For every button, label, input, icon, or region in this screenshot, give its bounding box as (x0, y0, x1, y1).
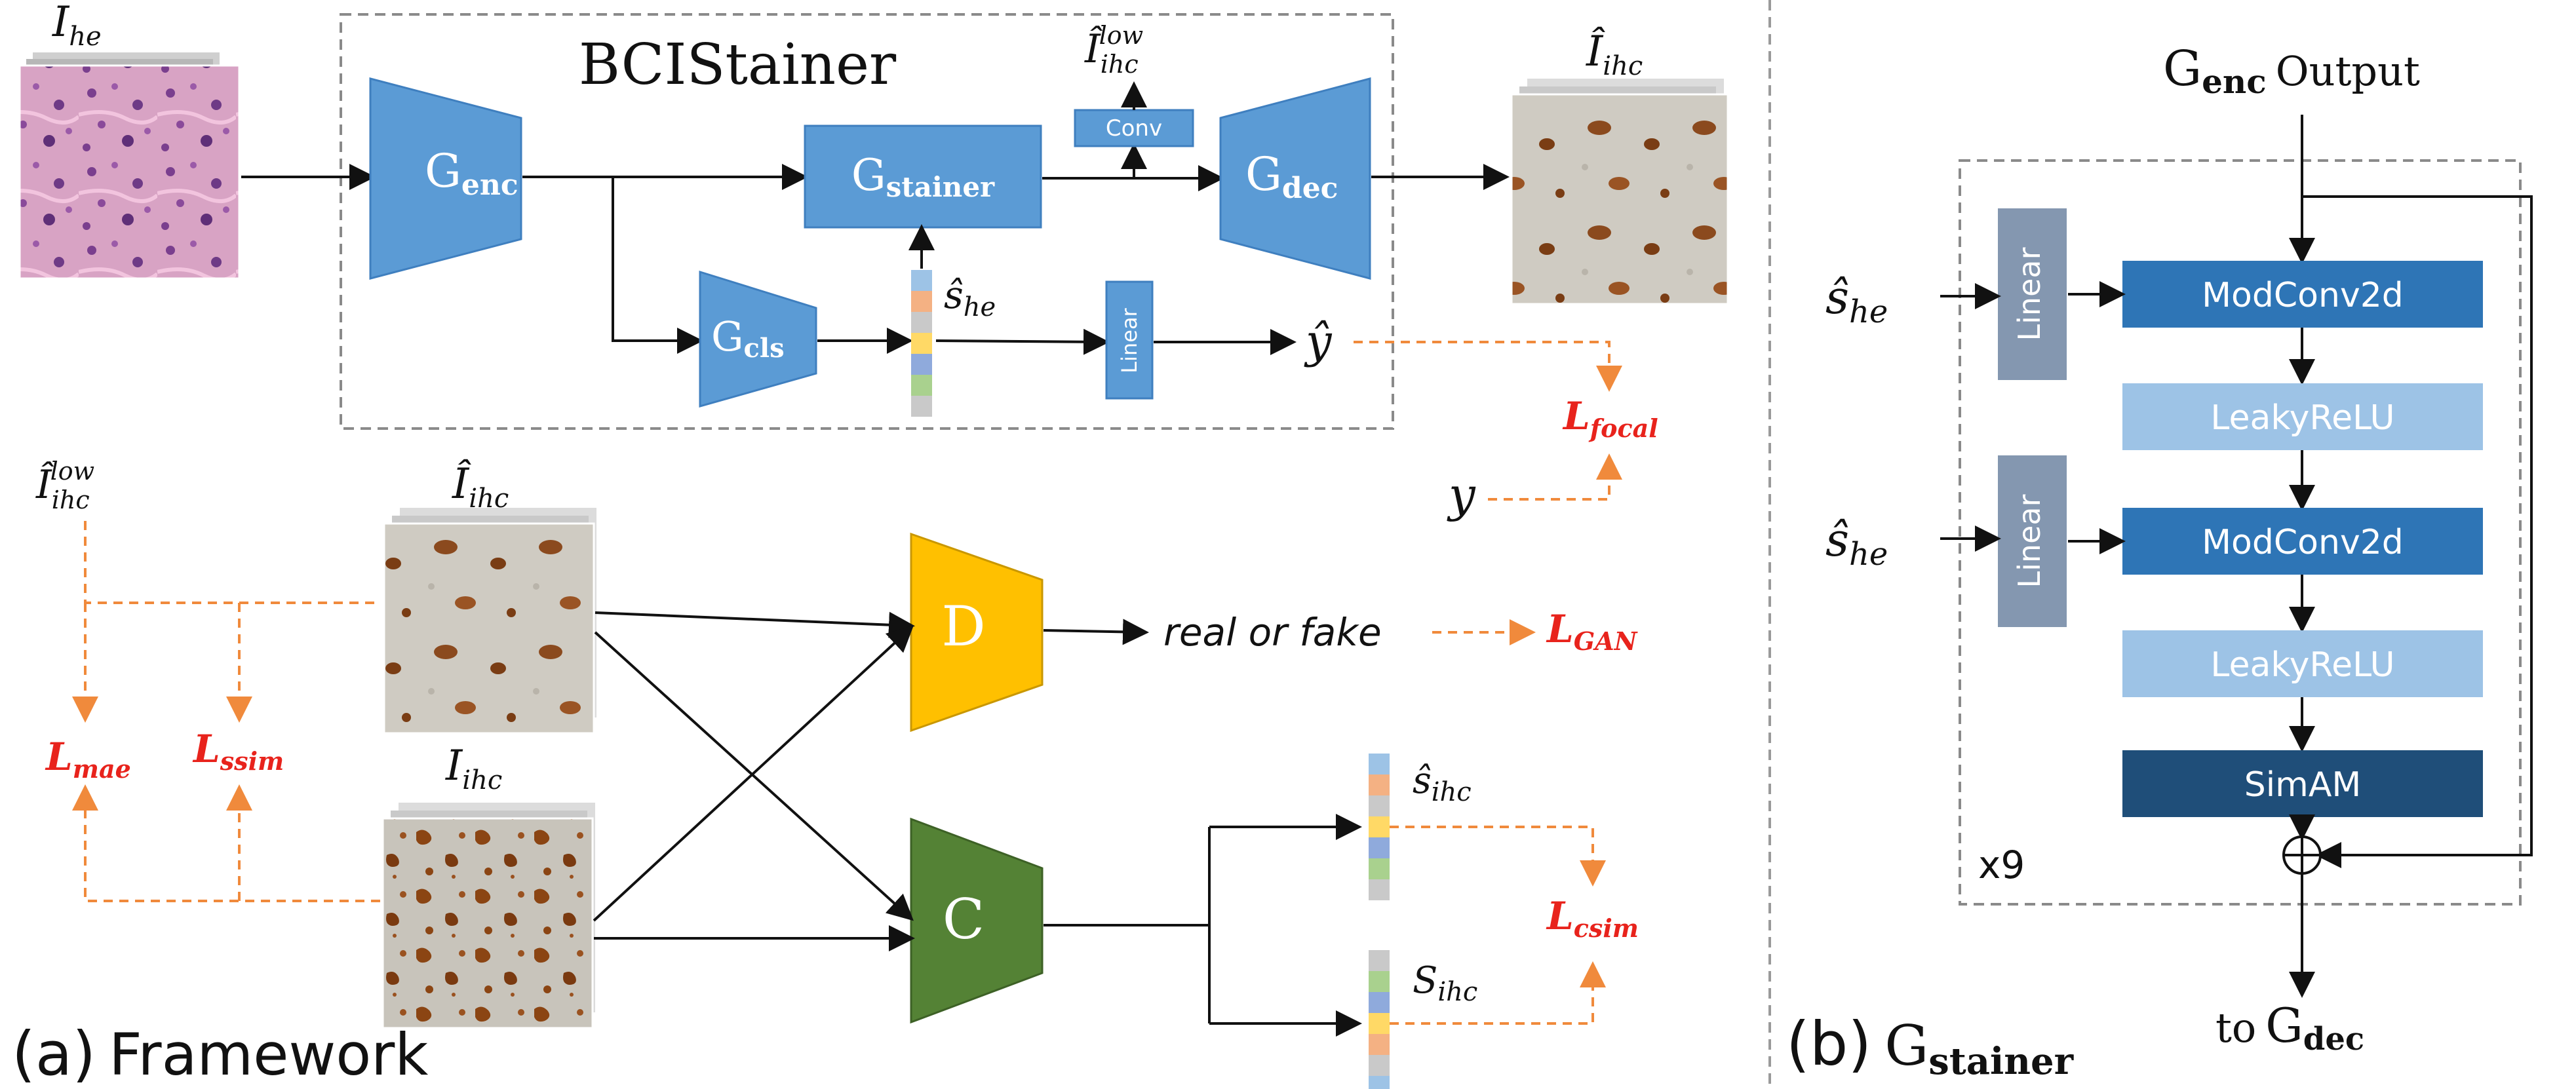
leakyrelu-block-2 (2122, 630, 2483, 697)
g-enc-label: Genc (425, 144, 518, 202)
arrow-genc-to-gcls (612, 177, 703, 354)
label-y-hat: ŷ (1304, 315, 1333, 368)
arrow-real-to-d (593, 625, 914, 922)
s-ihc-vector-cell (1369, 971, 1390, 992)
bcistainer-title: BCIStainer (579, 32, 897, 98)
g-dec-label: Gdec (1245, 147, 1338, 205)
discriminator-label: D (941, 594, 985, 659)
dash-s-to-csim (1390, 961, 1606, 1025)
label-i-he: Ihe (52, 0, 102, 52)
loss-ssim: Lssim (192, 727, 284, 776)
s-ihc-vector-cell (1369, 1055, 1390, 1076)
loss-mae: Lmae (45, 735, 131, 784)
g-stainer-label: Gstainer (851, 150, 995, 203)
real-ihc-image (381, 803, 595, 1029)
modconv2d-block-2 (2122, 508, 2483, 575)
s-he-vector-cell (911, 354, 932, 375)
s-hat-ihc-vector-cell (1369, 816, 1390, 837)
leakyrelu-label-2: LeakyReLU (2210, 645, 2394, 685)
linear-block-1 (1998, 208, 2067, 380)
label-s-hat-he: ŝhe (944, 273, 996, 322)
s-he-vector-cell (911, 312, 932, 333)
label-s-hat-ihc: ŝihc (1413, 759, 1472, 807)
conv-block (1074, 109, 1194, 147)
s-hat-ihc-vector-cell (1369, 754, 1390, 774)
leakyrelu-block-1 (2122, 383, 2483, 450)
s-he-vector-cell (911, 396, 932, 417)
dash-yhat-to-focal (1354, 341, 1622, 392)
s-he-vector (911, 270, 932, 417)
leakyrelu-label-1: LeakyReLU (2210, 398, 2394, 438)
label-y: y (1447, 467, 1476, 522)
dash-low-to-mae (84, 521, 380, 604)
linear-label-1: Linear (2012, 247, 2047, 341)
dash-y-to-focal (1488, 453, 1622, 501)
s-he-vector-cell (911, 375, 932, 396)
classifier-block (910, 817, 1044, 1024)
linear-block (1105, 280, 1154, 400)
s-hat-ihc-vector-cell (1369, 774, 1390, 795)
loss-gan: LGAN (1546, 607, 1638, 656)
s-hat-ihc-vector (1369, 754, 1390, 900)
s-ihc-vector-cell (1369, 950, 1390, 971)
caption-a: (a)Framework (12, 1019, 428, 1089)
classifier-label: C (943, 887, 985, 951)
label-s-hat-he-b1: ŝhe (1825, 271, 1888, 330)
g-cls-block (699, 270, 817, 408)
linear-label: Linear (1117, 307, 1142, 373)
s-hat-ihc-vector-cell (1369, 858, 1390, 879)
s-ihc-vector-cell (1369, 992, 1390, 1013)
modconv2d-label-1: ModConv2d (2202, 276, 2404, 315)
modconv2d-block-1 (2122, 261, 2483, 328)
s-he-vector-cell (911, 270, 932, 291)
dash-shat-to-csim (1390, 826, 1606, 887)
label-i-hat-ihc-top: Îihc (1586, 27, 1643, 81)
label-i-ihc-real: Iihc (445, 742, 502, 795)
g-dec-block (1219, 77, 1371, 280)
g-enc-block (369, 77, 522, 280)
repeat-label: x9 (1978, 843, 2025, 887)
simam-block (2122, 750, 2483, 817)
residual-connection (2302, 195, 2533, 868)
label-s-hat-he-b2: ŝhe (1825, 513, 1888, 573)
linear-block-2 (1998, 455, 2067, 627)
modconv2d-label-2: ModConv2d (2202, 523, 2404, 562)
discriminator-block (910, 532, 1044, 733)
s-hat-ihc-vector-cell (1369, 837, 1390, 858)
arrow-she-to-linear (935, 328, 1110, 355)
s-hat-ihc-vector-cell (1369, 795, 1390, 816)
label-i-hat-ihc-mid: Îihc (452, 459, 509, 514)
dash-real-to-mae (72, 784, 380, 902)
g-cls-label: Gcls (711, 313, 785, 364)
label-i-ihc-low-left: Îihclow (35, 457, 94, 514)
s-ihc-vector-cell (1369, 1076, 1390, 1089)
add-icon (2282, 835, 2322, 875)
conv-label: Conv (1106, 115, 1162, 142)
s-ihc-vector (1369, 950, 1390, 1089)
output-ihc-image (1510, 79, 1729, 305)
s-ihc-vector-cell (1369, 1013, 1390, 1034)
stainer-repeat-box (1959, 159, 2522, 906)
loss-focal: Lfocal (1562, 394, 1658, 443)
arrow-gen-to-d (595, 611, 915, 638)
label-i-ihc-low: Îihclow (1084, 21, 1143, 79)
generated-ihc-image (383, 508, 596, 735)
loss-csim: Lcsim (1546, 894, 1639, 943)
label-s-ihc: Sihc (1413, 959, 1477, 1007)
input-he-image (18, 52, 241, 280)
s-he-vector-cell (911, 291, 932, 312)
real-or-fake-text: real or fake (1163, 610, 1382, 655)
s-hat-ihc-vector-cell (1369, 879, 1390, 900)
simam-label: SimAM (2244, 765, 2362, 805)
linear-label-2: Linear (2012, 494, 2047, 588)
caption-b: (b)Gstainer (1786, 1009, 2075, 1083)
g-stainer-block (804, 124, 1042, 229)
s-ihc-vector-cell (1369, 1034, 1390, 1055)
arrow-d-to-output (1043, 619, 1149, 645)
s-he-vector-cell (911, 333, 932, 354)
